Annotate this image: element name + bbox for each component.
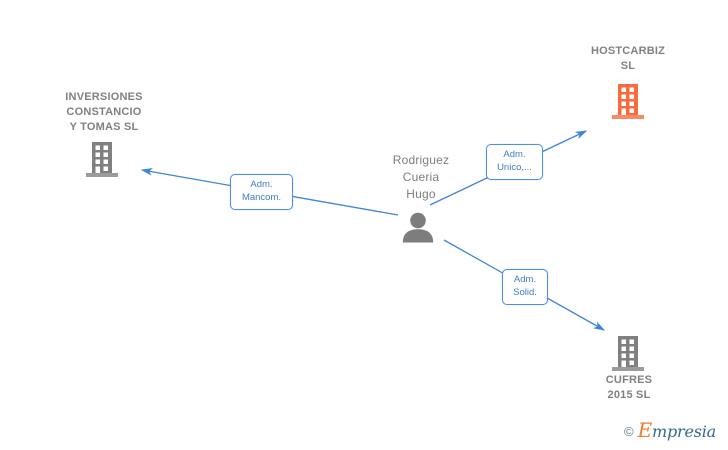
node-icon-cufres[interactable] (612, 336, 646, 372)
watermark: © Empresia (624, 420, 717, 441)
building-icon (612, 84, 644, 119)
empresia-logo-initial: E (637, 418, 653, 442)
building-icon (612, 336, 644, 371)
node-label-inversiones: INVERSIONES CONSTANCIO Y TOMAS SL (65, 91, 143, 133)
empresia-logo-text: mpresia (652, 422, 716, 441)
node-icon-person[interactable] (401, 211, 435, 245)
person-icon (402, 212, 434, 243)
edge-label-unico[interactable]: Adm. Unico,... (486, 144, 543, 180)
empresia-logo: Empresia (638, 420, 717, 441)
node-label-cufres: CUFRES 2015 SL (605, 374, 653, 401)
copyright-icon: © (624, 423, 634, 439)
node-icon-hostcarbiz[interactable] (612, 84, 646, 120)
node-label-hostcarbiz: HOSTCARBIZ SL (590, 45, 666, 72)
node-icon-inversiones[interactable] (86, 142, 120, 178)
building-icon (86, 142, 118, 177)
node-label-person: Rodriguez Cueria Hugo (392, 153, 450, 201)
edge-label-mancom[interactable]: Adm. Mancom. (230, 174, 293, 210)
edge-label-solid[interactable]: Adm. Solid. (502, 269, 548, 305)
